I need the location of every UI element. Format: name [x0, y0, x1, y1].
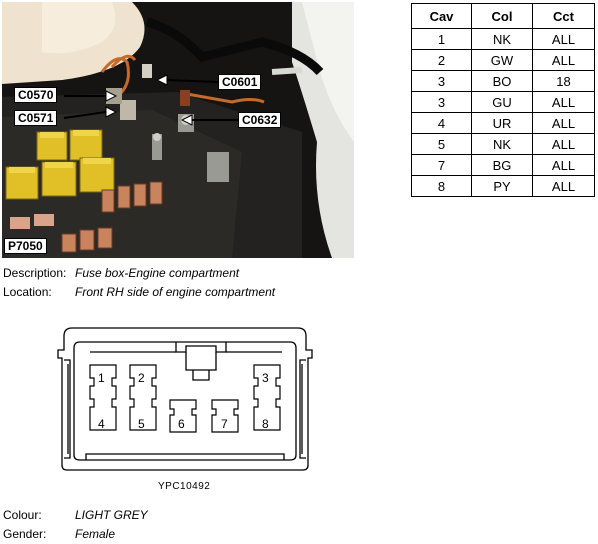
cell-col: BG: [471, 154, 533, 176]
pinout-table: Cav Col Cct 1 NK ALL 2 GW ALL 3 BO 18 3 …: [411, 3, 595, 197]
header-cct: Cct: [532, 3, 595, 29]
cell-col: GW: [471, 49, 533, 71]
pin-number-3: 3: [262, 371, 269, 385]
pin-number-5: 5: [138, 417, 145, 431]
cell-col: GU: [471, 91, 533, 113]
gender-label: Gender:: [3, 527, 47, 541]
pin-number-1: 1: [98, 371, 105, 385]
cell-cct: 18: [532, 70, 595, 92]
cell-col: PY: [471, 175, 533, 197]
description-label: Description:: [3, 266, 67, 280]
cell-cct: ALL: [532, 112, 595, 134]
pin-number-8: 8: [262, 417, 269, 431]
pin-number-2: 2: [138, 371, 145, 385]
colour-value: LIGHT GREY: [75, 508, 148, 522]
table-header-row: Cav Col Cct: [411, 3, 595, 29]
cell-col: BO: [471, 70, 533, 92]
location-line: Location: Front RH side of engine compart…: [3, 285, 275, 299]
label-c0570: C0570: [14, 87, 58, 103]
description-line: Description: Fuse box-Engine compartment: [3, 266, 239, 280]
cell-cav: 3: [411, 70, 472, 92]
colour-line: Colour: LIGHT GREY: [3, 508, 148, 522]
table-row: 2 GW ALL: [411, 49, 595, 71]
description-value: Fuse box-Engine compartment: [75, 266, 240, 280]
label-c0632: C0632: [238, 112, 282, 128]
location-value: Front RH side of engine compartment: [75, 285, 276, 299]
cell-cct: ALL: [532, 91, 595, 113]
pin-number-7: 7: [221, 417, 228, 431]
cell-cav: 1: [411, 28, 472, 50]
header-cav: Cav: [411, 3, 472, 29]
cell-cav: 8: [411, 175, 472, 197]
table-row: 3 GU ALL: [411, 91, 595, 113]
cell-col: NK: [471, 28, 533, 50]
label-c0571: C0571: [14, 110, 58, 126]
table-row: 8 PY ALL: [411, 175, 595, 197]
table-row: 3 BO 18: [411, 70, 595, 92]
table-row: 1 NK ALL: [411, 28, 595, 50]
table-row: 4 UR ALL: [411, 112, 595, 134]
table-row: 7 BG ALL: [411, 154, 595, 176]
cell-cav: 3: [411, 91, 472, 113]
cell-cav: 2: [411, 49, 472, 71]
cell-cct: ALL: [532, 175, 595, 197]
drawing-reference: YPC10492: [158, 481, 211, 492]
gender-line: Gender: Female: [3, 527, 115, 541]
pin-number-6: 6: [178, 417, 185, 431]
cell-cct: ALL: [532, 154, 595, 176]
cell-cav: 4: [411, 112, 472, 134]
connector-face-drawing: 1 2 3 4 5 6 7 8: [57, 327, 313, 471]
cell-cav: 7: [411, 154, 472, 176]
cell-col: NK: [471, 133, 533, 155]
cell-cct: ALL: [532, 49, 595, 71]
cell-cct: ALL: [532, 133, 595, 155]
header-col: Col: [471, 3, 533, 29]
cell-cav: 5: [411, 133, 472, 155]
colour-label: Colour:: [3, 508, 42, 522]
connector-location-photo: C0570 C0571 C0601 C0632 P7050: [2, 2, 354, 258]
engine-bay-illustration: [2, 2, 354, 258]
label-c0601: C0601: [218, 74, 262, 90]
label-p7050: P7050: [4, 238, 47, 254]
cell-col: UR: [471, 112, 533, 134]
cell-cct: ALL: [532, 28, 595, 50]
pin-number-4: 4: [98, 417, 105, 431]
gender-value: Female: [75, 527, 116, 541]
location-label: Location:: [3, 285, 52, 299]
table-row: 5 NK ALL: [411, 133, 595, 155]
